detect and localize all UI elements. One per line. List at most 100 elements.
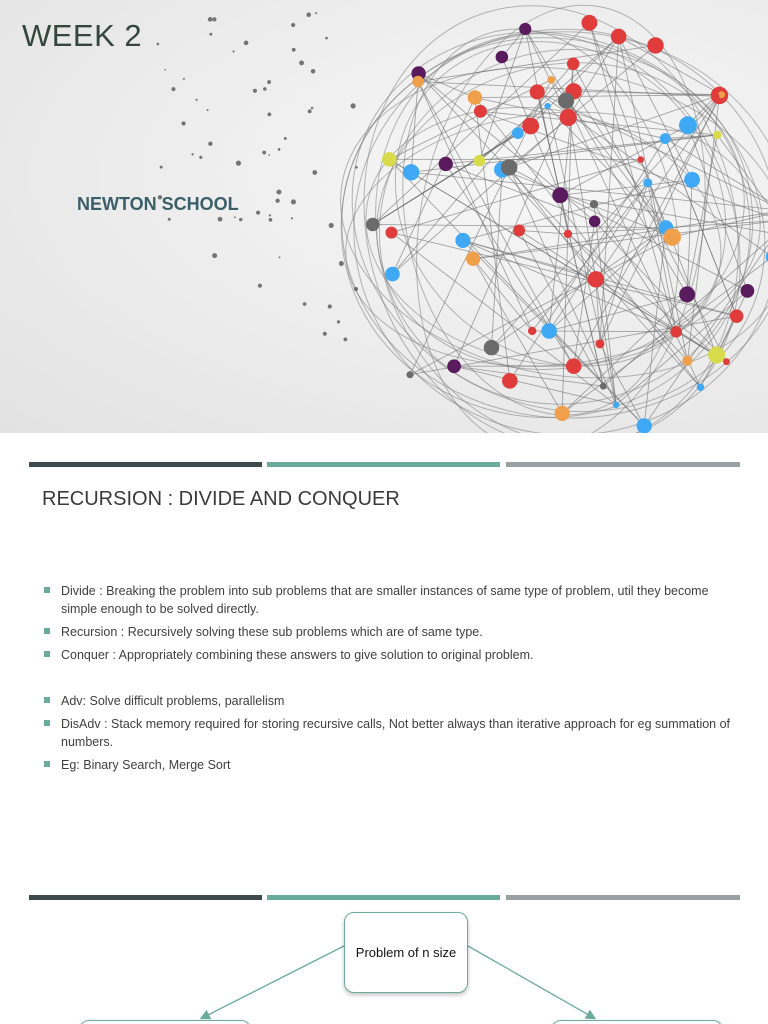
particle-dot xyxy=(157,195,163,200)
network-node xyxy=(587,271,605,288)
network-link xyxy=(547,106,617,405)
particle-dot xyxy=(338,261,344,267)
globe-arc xyxy=(353,28,768,433)
bullet-list-definitions: Divide : Breaking the problem into sub p… xyxy=(44,582,734,669)
network-link xyxy=(716,290,748,356)
network-node xyxy=(718,91,725,99)
bullet-square-icon xyxy=(44,697,50,703)
network-node xyxy=(465,251,481,266)
network-link xyxy=(589,22,667,228)
section-divider xyxy=(29,462,740,467)
particle-dot xyxy=(276,189,282,195)
slide-subtitle: NEWTON SCHOOL xyxy=(77,194,239,214)
network-link xyxy=(530,36,619,127)
particle-dot xyxy=(206,109,209,112)
network-node xyxy=(670,326,683,338)
bullet-text: Divide : Breaking the problem into sub p… xyxy=(61,584,709,616)
particle-dot xyxy=(182,77,185,80)
network-link xyxy=(508,45,656,168)
globe-arc xyxy=(363,5,739,433)
network-node xyxy=(385,226,398,239)
network-link xyxy=(572,63,727,362)
network-link xyxy=(372,132,519,225)
particle-dot xyxy=(268,154,271,156)
network-node xyxy=(612,401,620,409)
particle-dot xyxy=(277,148,281,151)
network-link xyxy=(392,63,574,275)
network-node xyxy=(588,215,601,228)
network-link xyxy=(417,81,533,332)
particle-dot xyxy=(159,165,163,169)
network-node xyxy=(729,309,744,323)
particle-dot xyxy=(291,22,296,28)
network-link xyxy=(473,221,768,260)
network-link xyxy=(594,220,727,362)
network-link xyxy=(479,36,619,162)
network-node xyxy=(511,127,524,139)
bullet-square-icon xyxy=(44,651,50,657)
network-link xyxy=(453,365,617,406)
particle-dot xyxy=(328,222,334,228)
network-link xyxy=(410,81,419,173)
subproblem-node-right xyxy=(551,1020,723,1024)
network-link xyxy=(687,125,748,292)
network-node xyxy=(541,323,557,339)
network-node xyxy=(647,37,664,54)
network-link xyxy=(480,110,718,136)
divider-bar-dark xyxy=(29,462,262,467)
network-node xyxy=(682,355,693,366)
particle-dot xyxy=(239,217,243,222)
globe-arc xyxy=(375,33,741,433)
network-node xyxy=(365,217,380,232)
network-link xyxy=(686,179,693,295)
network-node xyxy=(438,156,453,172)
network-link xyxy=(462,179,693,241)
particle-dot xyxy=(232,50,235,53)
list-item: Adv: Solve difficult problems, paralleli… xyxy=(44,692,734,710)
particle-dot xyxy=(306,12,311,18)
network-link xyxy=(548,227,667,332)
particle-dot xyxy=(267,80,272,84)
particle-dot xyxy=(307,109,312,114)
particle-dot xyxy=(302,302,307,306)
network-link xyxy=(491,227,667,349)
network-node xyxy=(406,371,414,379)
divider-bar-teal xyxy=(267,462,500,467)
network-node xyxy=(552,187,569,204)
network-link xyxy=(531,182,649,332)
network-link xyxy=(595,95,720,280)
bullet-text: Conquer : Appropriately combining these … xyxy=(61,648,534,662)
particle-dot xyxy=(207,17,213,22)
network-node xyxy=(637,156,645,163)
network-node xyxy=(740,284,755,298)
network-node xyxy=(765,251,768,262)
particle-dot xyxy=(262,150,267,155)
network-link xyxy=(686,134,718,295)
particle-dot xyxy=(256,210,261,215)
bullet-list-pros-cons: Adv: Solve difficult problems, paralleli… xyxy=(44,692,734,779)
network-link xyxy=(599,36,620,344)
list-item: Recursion : Recursively solving these su… xyxy=(44,623,734,641)
network-node xyxy=(565,358,582,374)
network-node xyxy=(595,339,605,349)
network-link xyxy=(391,232,617,406)
particle-dot xyxy=(167,217,171,221)
divider-bar-teal xyxy=(267,895,500,900)
particle-dot xyxy=(290,199,296,205)
network-link xyxy=(508,167,617,405)
network-node xyxy=(547,75,556,84)
network-node xyxy=(563,229,573,239)
network-link xyxy=(588,22,677,332)
slide-heading: RECURSION : DIVIDE AND CONQUER xyxy=(42,488,400,510)
particle-dot xyxy=(315,12,318,15)
network-link xyxy=(474,97,701,388)
particle-dot xyxy=(191,153,194,156)
particle-dot xyxy=(209,32,213,36)
network-link xyxy=(389,159,645,427)
network-node xyxy=(589,200,599,209)
particle-dot xyxy=(275,198,280,203)
globe-arc xyxy=(416,4,706,433)
particle-dot xyxy=(199,155,203,159)
network-node xyxy=(522,117,540,135)
network-node xyxy=(473,104,487,118)
